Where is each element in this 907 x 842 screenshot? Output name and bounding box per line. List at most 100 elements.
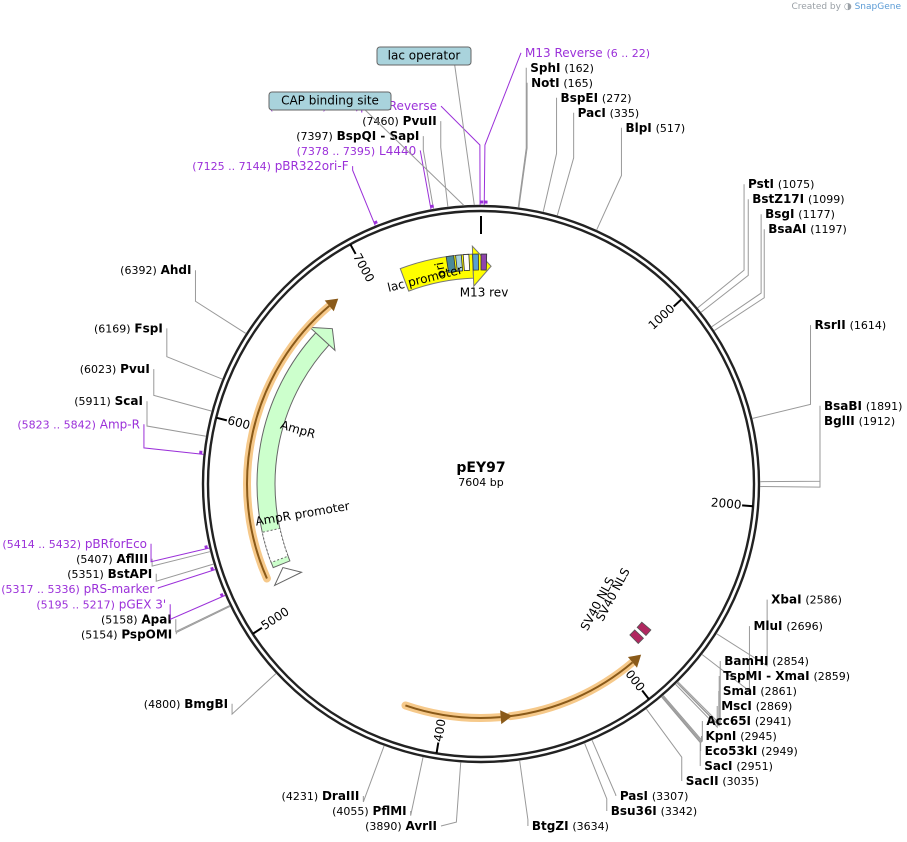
enzyme-name: Acc65I <box>706 714 751 728</box>
enzyme-name: BsaBI <box>824 399 862 413</box>
credit-brand: SnapGene <box>854 2 901 12</box>
enzyme-position: (1177) <box>798 208 835 221</box>
boxed-feature-box <box>376 46 472 66</box>
snapgene-credit: Created by ◑ SnapGene <box>791 2 901 12</box>
enzyme-position: (2861) <box>760 685 797 698</box>
enzyme-leader-line <box>711 214 762 328</box>
enzyme-label: RsrII (1614) <box>815 318 887 332</box>
ampr-arrowhead <box>308 326 336 352</box>
enzyme-name: Eco53kI <box>705 744 758 758</box>
enzyme-position: (2696) <box>786 620 823 633</box>
enzyme-name: XbaI <box>771 593 801 607</box>
enzyme-position: (6392) <box>120 264 157 277</box>
enzyme-name: AhdI <box>161 263 192 277</box>
enzyme-label: (5351) BstAPI <box>67 567 152 581</box>
enzyme-position: (1912) <box>859 415 896 428</box>
enzyme-name: BstAPI <box>108 567 153 581</box>
enzyme-leader-line <box>410 756 424 816</box>
primer-range: (5317 .. 5336) <box>1 583 80 596</box>
enzyme-position: (3890) <box>365 820 402 833</box>
enzyme-label: (6023) PvuI <box>80 362 150 376</box>
enzyme-leader-line <box>542 97 558 213</box>
enzyme-position: (1614) <box>850 319 887 332</box>
enzyme-label: BamHI (2854) <box>724 654 809 668</box>
enzyme-label: SacII (3035) <box>686 774 759 788</box>
enzyme-name: FspI <box>134 321 162 335</box>
enzyme-name: BamHI <box>724 654 768 668</box>
lac-region-block <box>480 253 488 271</box>
enzyme-name: AvrII <box>405 819 437 833</box>
enzyme-label: (5158) ApaI <box>101 612 172 626</box>
enzyme-name: SmaI <box>723 684 757 698</box>
primer-label: (5195 .. 5217) pGEX 3' <box>36 597 166 611</box>
tick-mark <box>673 298 683 308</box>
enzyme-leader-line <box>231 673 277 716</box>
enzyme-label: (4800) BmgBI <box>144 697 228 711</box>
orf-highlight <box>506 658 637 721</box>
enzyme-name: RsrII <box>815 318 846 332</box>
enzyme-leader-line <box>759 420 821 488</box>
tick-mark <box>641 689 650 700</box>
enzyme-name: PasI <box>620 789 648 803</box>
plasmid-backbone <box>201 204 761 764</box>
primer-label: (5823 .. 5842) Amp-R <box>17 417 140 431</box>
enzyme-label: (6392) AhdI <box>120 263 191 277</box>
enzyme-name: BspQI - SapI <box>337 129 420 143</box>
enzyme-label: BstZ17I (1099) <box>752 192 844 206</box>
primer-range: (5195 .. 5217) <box>36 598 115 611</box>
backbone-outer-strand <box>201 204 761 764</box>
primer-name: pRS-marker <box>84 582 155 596</box>
primer-label: (7125 .. 7144) pBR322ori-F <box>192 159 348 173</box>
enzyme-position: (272) <box>602 92 632 105</box>
ori-label: ori <box>432 261 449 279</box>
primer-mark <box>219 592 224 598</box>
enzyme-position: (517) <box>656 122 686 135</box>
enzyme-name: ApaI <box>141 612 171 626</box>
primer-mark <box>204 545 208 549</box>
tick-mark <box>435 742 440 754</box>
enzyme-label: (4055) PflMI <box>332 804 407 818</box>
tick-mark <box>252 626 263 635</box>
enzyme-label: KpnI (2945) <box>705 729 776 743</box>
orf-line <box>405 704 501 719</box>
enzyme-name: PspOMI <box>121 627 172 641</box>
enzyme-position: (5911) <box>74 395 111 408</box>
enzyme-leader-line <box>700 199 749 313</box>
enzyme-position: (165) <box>563 77 593 90</box>
enzyme-leader-line <box>517 67 527 208</box>
enzyme-leader-line <box>752 325 812 419</box>
enzyme-position: (5407) <box>76 553 113 566</box>
enzyme-leader-line <box>584 742 608 811</box>
enzyme-position: (2941) <box>755 715 792 728</box>
boxed-feature-label: lac operator <box>388 49 461 63</box>
lac-region-block <box>455 254 464 272</box>
enzyme-name: DraIII <box>322 789 359 803</box>
enzyme-label: PacI (335) <box>578 106 640 120</box>
enzyme-label: BtgZI (3634) <box>532 819 609 833</box>
enzyme-position: (1075) <box>778 178 815 191</box>
primer-name: pGEX 3' <box>119 597 166 611</box>
primer-name: Amp-R <box>100 417 140 431</box>
enzyme-label: XbaI (2586) <box>771 593 842 607</box>
enzyme-label: (6169) FspI <box>94 321 163 335</box>
primer-label: M13 Reverse (6 .. 22) <box>525 46 650 60</box>
enzyme-leader-line <box>661 696 701 766</box>
enzyme-position: (4055) <box>332 805 369 818</box>
enzyme-leader-line <box>662 694 703 743</box>
primer-range: (6 .. 22) <box>607 47 651 60</box>
enzyme-label: Bsu36I (3342) <box>611 804 697 818</box>
backbone-inner-strand <box>206 209 756 759</box>
lac-region-block <box>462 253 471 272</box>
credit-prefix: Created by <box>791 2 841 12</box>
enzyme-name: BstZ17I <box>752 192 804 206</box>
enzyme-label: (7397) BspQI - SapI <box>296 129 419 143</box>
enzyme-label: BglII (1912) <box>824 414 895 428</box>
primer-leader-line <box>483 52 522 206</box>
primer-range: (5823 .. 5842) <box>17 418 96 431</box>
enzyme-leader-line <box>645 708 683 781</box>
plasmid-name: pEY97 <box>456 460 505 476</box>
enzyme-leader-line <box>556 112 575 216</box>
tick-mark <box>742 504 754 508</box>
enzyme-leader-line <box>194 270 247 335</box>
